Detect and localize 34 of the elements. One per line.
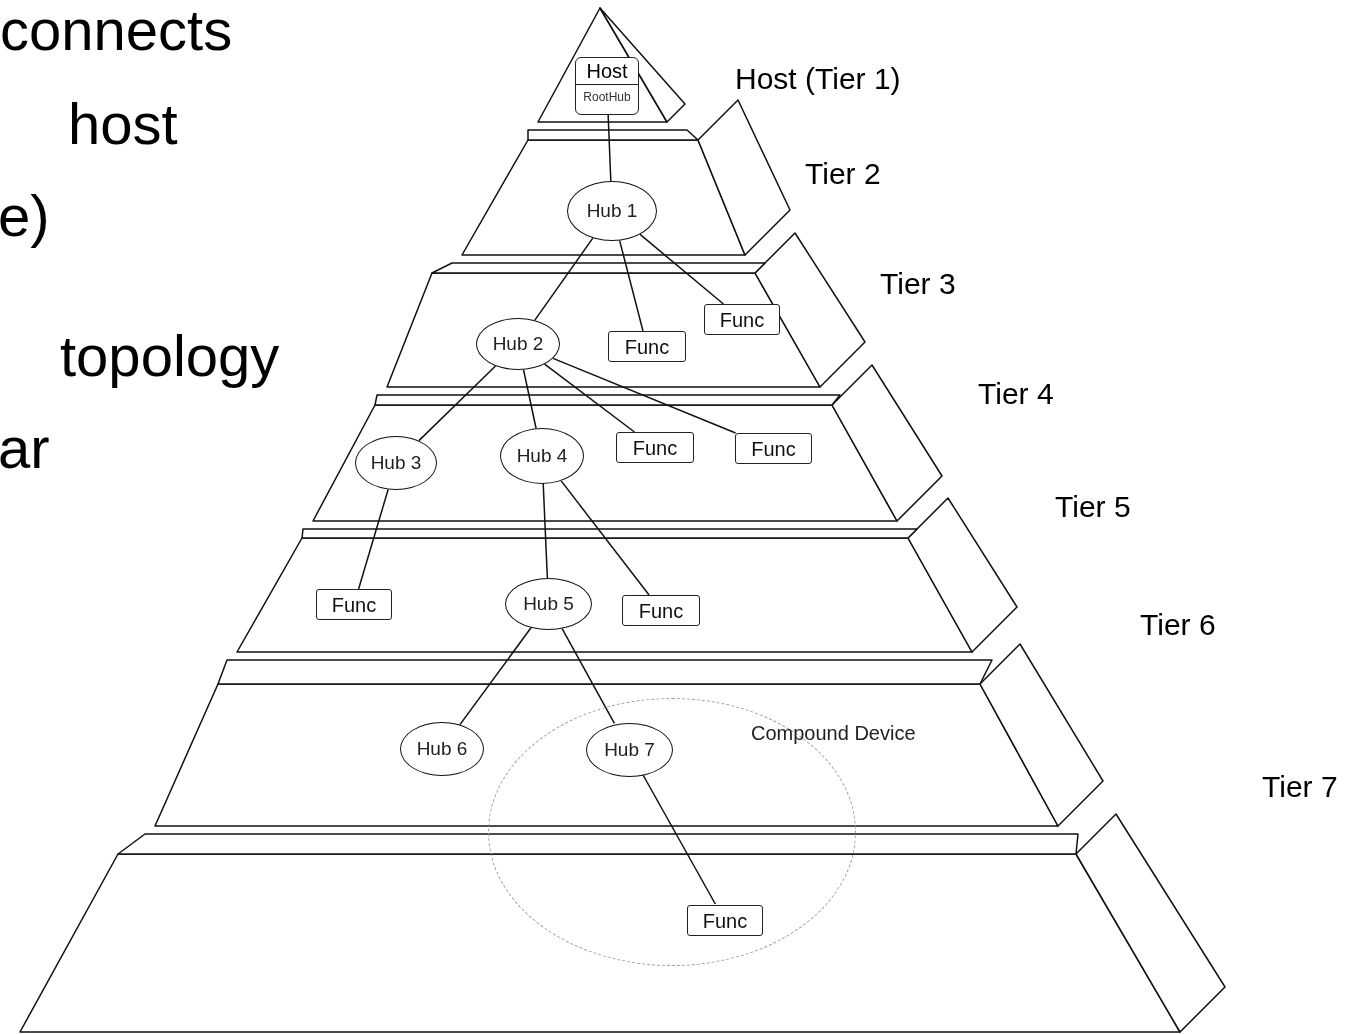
function-box: Func [316,589,392,620]
function-box: Func [608,331,686,362]
connector-line [560,480,650,596]
slide-text: topology [60,322,280,390]
tier-label: Tier 4 [978,376,1054,412]
slide-text: e) [0,182,50,250]
connector-line [639,233,725,305]
connector-line [357,488,389,590]
connector-line [418,365,497,442]
tier-label: Host (Tier 1) [735,61,901,97]
tier-label: Tier 7 [1262,769,1338,805]
connector-line [607,114,612,182]
connector-line [618,239,644,332]
connector-line [522,369,537,430]
slide-text: ar [0,414,50,482]
tier-label: Tier 3 [880,266,956,302]
function-box: Func [622,595,700,626]
function-box: Func [704,304,780,335]
connector-line [543,363,636,433]
host-label: Host [576,58,638,85]
function-box: Func [687,905,763,936]
slide-text: connects [0,0,233,64]
root-hub-label: RootHub [582,89,632,103]
group-label: Compound Device [751,723,916,743]
connector-line [542,483,549,579]
connector-line [534,237,594,321]
slide-text: host [68,90,178,158]
connector-line [459,627,532,726]
function-box: Func [735,433,812,464]
tier-label: Tier 2 [805,156,881,192]
function-box: Func [616,432,694,463]
tier-label: Tier 6 [1140,607,1216,643]
host-box [575,57,639,115]
tier-label: Tier 5 [1055,489,1131,525]
